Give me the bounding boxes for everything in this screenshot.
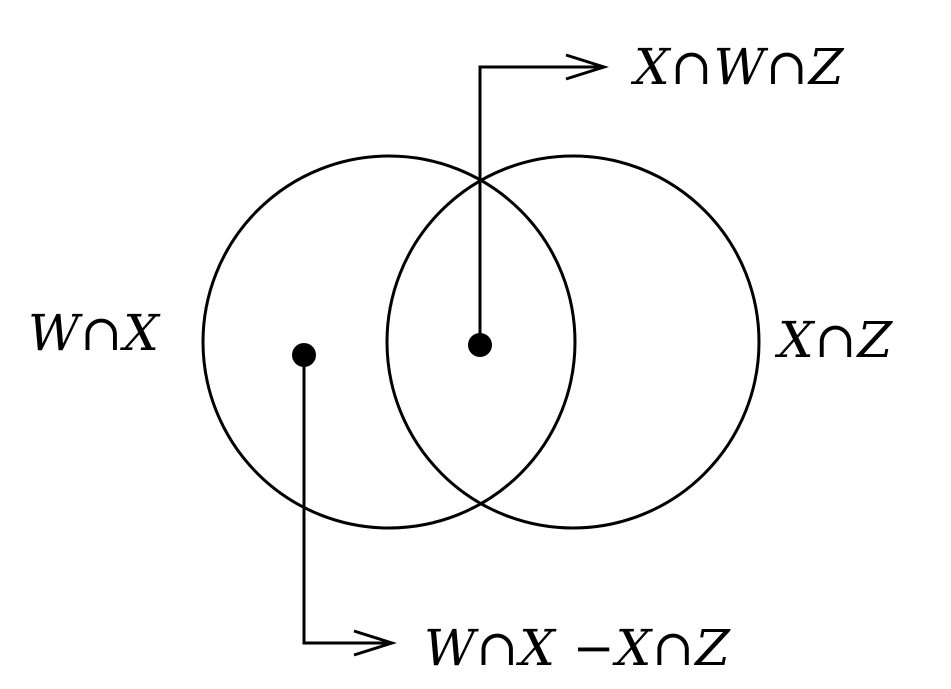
bottom-arrowhead [353, 629, 397, 657]
label-top: X∩W∩Z [630, 38, 845, 96]
bottom-pointer-line [302, 355, 388, 645]
top-pointer-line [478, 65, 600, 345]
top-arrowhead [565, 53, 609, 81]
right-circle [385, 154, 761, 530]
left-circle [201, 154, 577, 530]
label-right: X∩Z [774, 311, 893, 369]
label-bottom: W∩X −X∩Z [424, 619, 731, 677]
label-left: W∩X [28, 304, 161, 362]
